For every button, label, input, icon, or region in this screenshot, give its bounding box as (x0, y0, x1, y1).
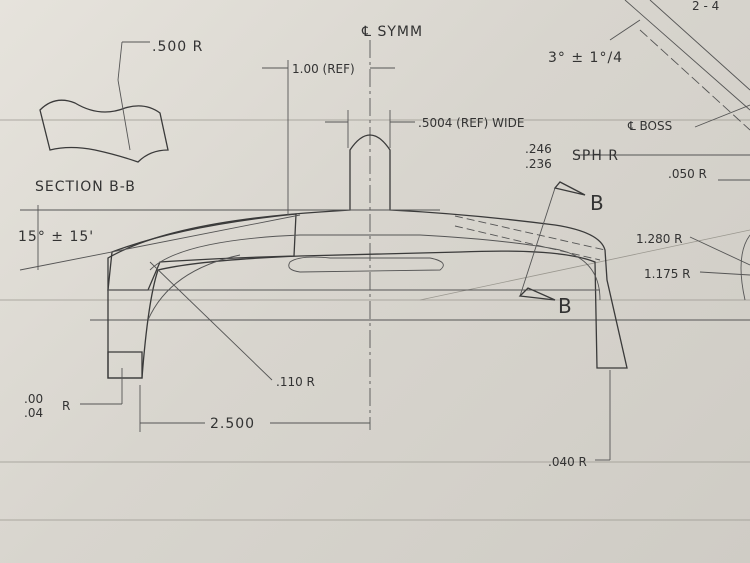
radius-1175-leader (699, 271, 750, 276)
dim-2500-label: 2.500 (210, 416, 255, 432)
inner-profile-2 (288, 256, 444, 273)
boss-line-1 (624, 0, 750, 111)
ref-100-label: 1.00 (REF) (292, 62, 355, 76)
inner-profile (149, 234, 601, 301)
boss-leader (694, 104, 750, 128)
radius-110-label: .110 R (276, 375, 315, 389)
taper-line (454, 215, 606, 251)
sph-r-val-2: .236 (525, 157, 552, 171)
boss-line-3 (639, 29, 750, 131)
section-mark-top: B (590, 191, 605, 215)
angle-15-label: 15° ± 15' (18, 229, 94, 245)
radius-500-leader-2 (117, 41, 123, 81)
boss-line-2 (649, 0, 750, 91)
corner-fragment: 2 - 4 (692, 0, 719, 13)
ref-wide-label: .5004 (REF) WIDE (418, 116, 524, 130)
cut-arrow-bottom (518, 287, 556, 301)
part-outline (107, 134, 628, 379)
radius-1280-label: 1.280 R (636, 232, 683, 246)
taper-line-2 (454, 225, 601, 261)
hatched-foot (107, 351, 143, 379)
arc-110 (147, 254, 241, 321)
section-mark-bottom: B (558, 294, 573, 318)
cut-line-b (519, 187, 556, 297)
symm-label: ℄ SYMM (361, 24, 423, 40)
radius-040-label: .040 R (548, 455, 587, 469)
background-grid (0, 119, 750, 521)
sph-r-val-1: .246 (525, 142, 552, 156)
boss-label: ℄ BOSS (627, 119, 672, 133)
angle-line (19, 214, 301, 271)
tol-r-label: R (62, 399, 70, 413)
tol-3deg-label: 3° ± 1°/4 (548, 50, 623, 66)
radius-500-label: .500 R (152, 39, 203, 55)
cut-arrow-top (553, 181, 586, 196)
section-title: SECTION B-B (35, 179, 136, 195)
tol-00-label: .00 (24, 392, 43, 406)
tol-04-label: .04 (24, 406, 43, 420)
radius-110-leader (149, 261, 273, 381)
radius-500-leader-3 (117, 79, 131, 151)
sph-r-label: SPH R (572, 148, 619, 164)
radius-1175-label: 1.175 R (644, 267, 691, 281)
boss-arc (740, 234, 750, 301)
hatched-section-left (107, 213, 297, 291)
radius-050-label: .050 R (668, 167, 707, 181)
angle-leader (609, 19, 641, 41)
radius-1280-leader (689, 236, 750, 266)
section-b-b-profile (39, 99, 169, 163)
